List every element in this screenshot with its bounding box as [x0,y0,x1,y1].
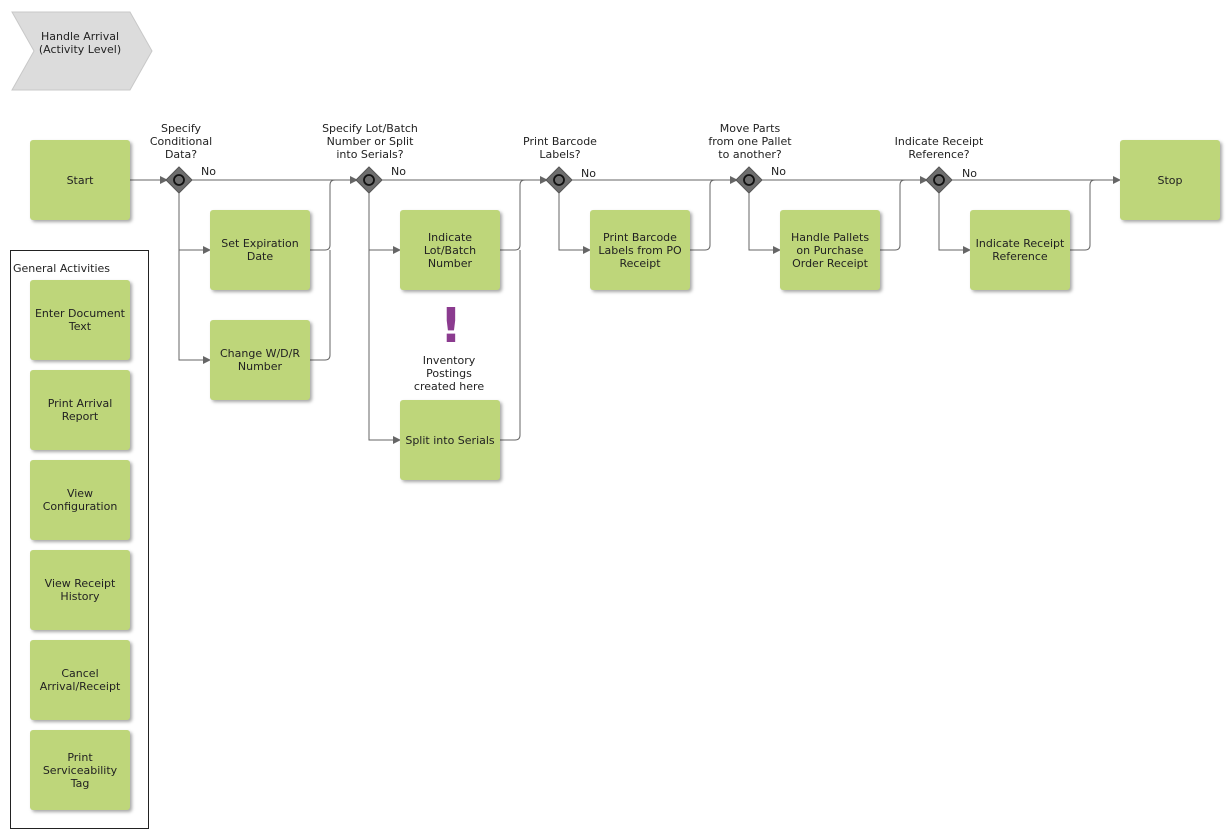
gateway-5[interactable] [925,166,953,194]
exclamation-icon: ! [440,298,462,354]
gateway-circle-5 [933,174,945,186]
connector-8 [178,250,211,364]
no-label-1: No [201,165,216,178]
no-label-4: No [771,165,786,178]
connector-11 [368,192,401,254]
stop-node[interactable]: Stop [1120,140,1220,220]
connector-20 [1070,179,1096,251]
activity-indicate-lot-batch[interactable]: Indicate Lot/Batch Number [400,210,500,290]
gateway-circle-3 [553,174,565,186]
gateway-circle-1 [173,174,185,186]
connector-9 [310,179,336,251]
connector-16 [690,179,716,251]
activity-split-into-serials[interactable]: Split into Serials [400,400,500,480]
general-activities-title: General Activities [13,262,111,275]
connector-19 [938,192,971,254]
activity-set-expiration-date[interactable]: Set Expiration Date [210,210,310,290]
connector-14 [500,250,521,441]
gateway-circle-4 [743,174,755,186]
connector-7 [178,192,211,254]
annotation-inventory-postings: Inventory Postings created here [413,354,485,393]
connector-10 [310,250,331,361]
gateway-question-barcode: Print Barcode Labels? [523,135,597,161]
connector-lines [130,176,1121,444]
gateway-3[interactable] [545,166,573,194]
connector-13 [500,179,526,251]
general-activities-panel [10,250,149,829]
connector-15 [558,192,591,254]
connector-18 [880,179,906,251]
activity-change-wdr-number[interactable]: Change W/D/R Number [210,320,310,400]
gateway-2[interactable] [355,166,383,194]
gateway-question-lot-batch: Specify Lot/Batch Number or Split into S… [322,122,418,161]
gateway-question-receipt-reference: Indicate Receipt Reference? [894,135,984,161]
no-label-5: No [962,167,977,180]
general-view-receipt-history[interactable]: View Receipt History [30,550,130,630]
gateway-question-conditional-data: Specify Conditional Data? [149,122,213,161]
connector-17 [748,192,781,254]
gateway-question-move-parts: Move Parts from one Pallet to another? [708,122,792,161]
general-print-serviceability-tag[interactable]: Print Serviceability Tag [30,730,130,810]
gateway-circle-2 [363,174,375,186]
general-enter-document-text[interactable]: Enter Document Text [30,280,130,360]
no-label-3: No [581,167,596,180]
general-cancel-arrival-receipt[interactable]: Cancel Arrival/Receipt [30,640,130,720]
start-node[interactable]: Start [30,140,130,220]
header-chevron [11,11,153,91]
activity-indicate-receipt-reference[interactable]: Indicate Receipt Reference [970,210,1070,290]
general-view-configuration[interactable]: View Configuration [30,460,130,540]
connector-12 [368,250,401,444]
gateway-4[interactable] [735,166,763,194]
gateway-1[interactable] [165,166,193,194]
activity-handle-pallets[interactable]: Handle Pallets on Purchase Order Receipt [780,210,880,290]
diagram-title: Handle Arrival (Activity Level) [38,30,122,56]
activity-print-barcode-labels[interactable]: Print Barcode Labels from PO Receipt [590,210,690,290]
gateway-group [165,166,953,194]
no-label-2: No [391,165,406,178]
general-print-arrival-report[interactable]: Print Arrival Report [30,370,130,450]
